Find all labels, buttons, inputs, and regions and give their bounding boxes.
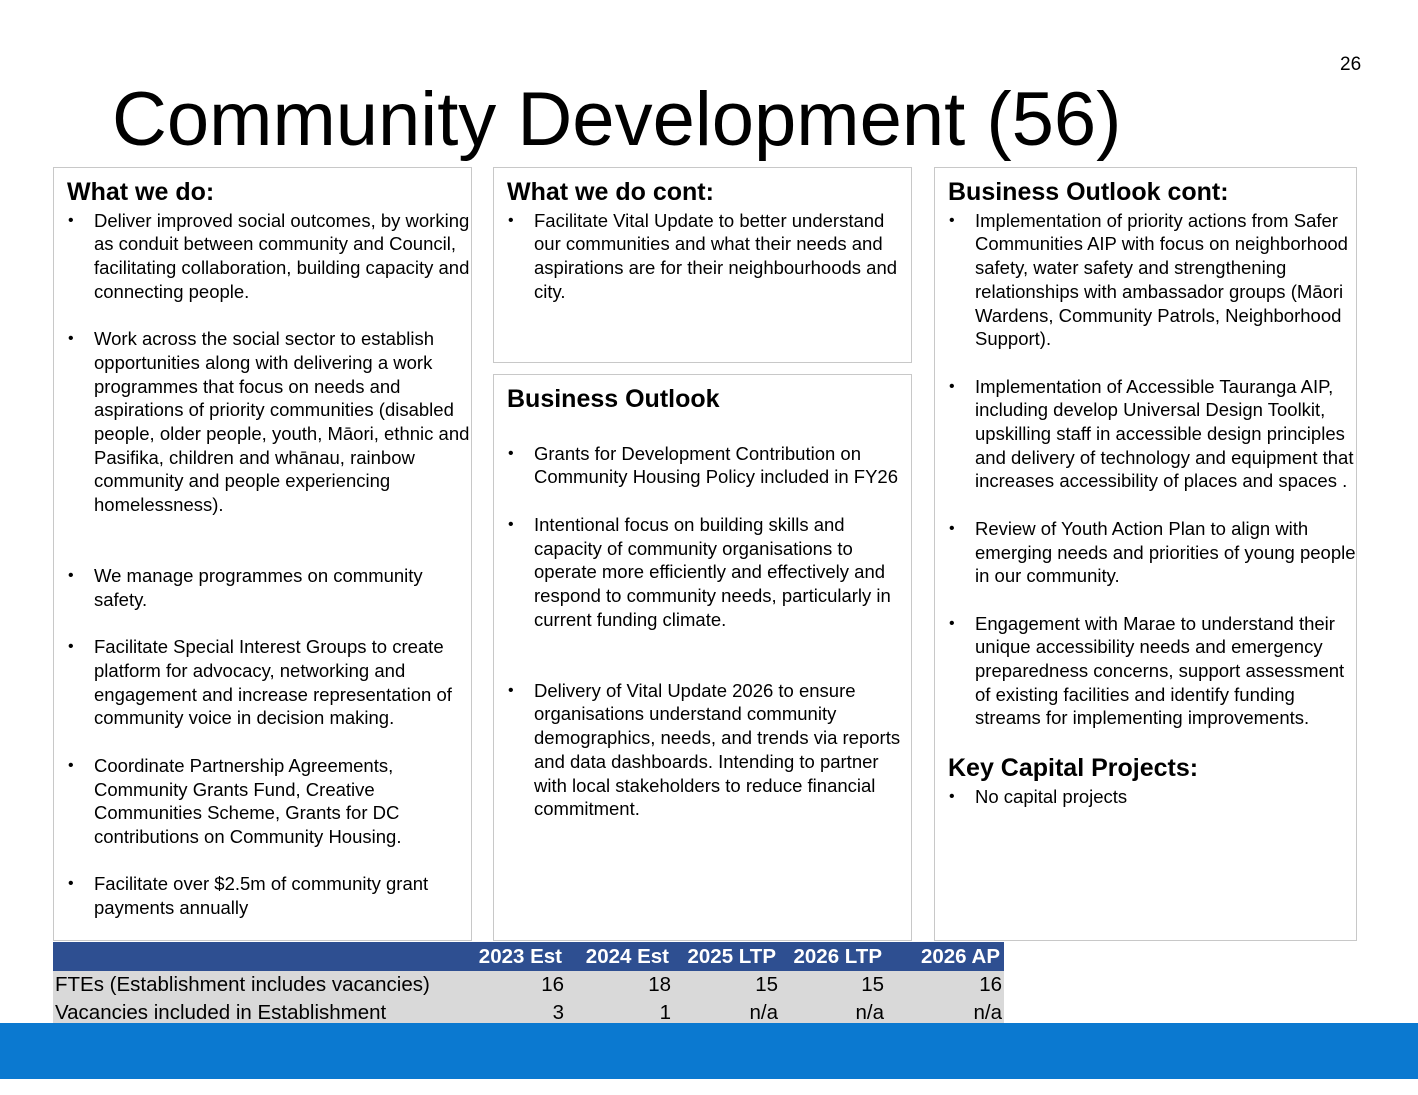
what-we-do-heading: What we do: xyxy=(67,178,215,206)
what-we-do-panel: What we do: Deliver improved social outc… xyxy=(53,167,472,941)
table-cell: n/a xyxy=(673,999,780,1027)
table-header-cell: 2026 AP xyxy=(886,942,1004,971)
list-item: Deliver improved social outcomes, by wor… xyxy=(67,209,471,304)
list-item: Facilitate Special Interest Groups to cr… xyxy=(67,635,471,730)
list-item: Delivery of Vital Update 2026 to ensure … xyxy=(507,679,911,821)
list-item: Intentional focus on building skills and… xyxy=(507,513,911,632)
list-item: Grants for Development Contribution on C… xyxy=(507,442,911,489)
what-we-do-cont-list: Facilitate Vital Update to better unders… xyxy=(507,209,911,304)
list-item: Facilitate over $2.5m of community grant… xyxy=(67,872,471,919)
list-item: Engagement with Marae to understand thei… xyxy=(948,612,1356,731)
table-header-cell: 2026 LTP xyxy=(780,942,886,971)
table-header-cell: 2023 Est xyxy=(471,942,566,971)
list-item: Implementation of Accessible Tauranga AI… xyxy=(948,375,1356,494)
table-cell: n/a xyxy=(886,999,1004,1027)
table-cell: 16 xyxy=(471,971,566,999)
fte-table: 2023 Est 2024 Est 2025 LTP 2026 LTP 2026… xyxy=(53,942,1004,1027)
what-we-do-list: Deliver improved social outcomes, by wor… xyxy=(67,209,471,920)
table-header-cell: 2025 LTP xyxy=(673,942,780,971)
footer-band xyxy=(0,1023,1418,1079)
table-cell: n/a xyxy=(780,999,886,1027)
business-outlook-heading: Business Outlook xyxy=(507,385,720,413)
list-item: Work across the social sector to establi… xyxy=(67,327,471,517)
table-row: Vacancies included in Establishment 3 1 … xyxy=(53,999,1004,1027)
table-row: FTEs (Establishment includes vacancies) … xyxy=(53,971,1004,999)
business-outlook-cont-list: Implementation of priority actions from … xyxy=(948,209,1356,730)
table-cell: 15 xyxy=(780,971,886,999)
business-outlook-cont-heading: Business Outlook cont: xyxy=(948,178,1229,206)
list-item: Review of Youth Action Plan to align wit… xyxy=(948,517,1356,588)
table-cell: 16 xyxy=(886,971,1004,999)
key-capital-projects-heading: Key Capital Projects: xyxy=(948,753,1199,782)
table-row-label: FTEs (Establishment includes vacancies) xyxy=(53,971,471,999)
list-item: Facilitate Vital Update to better unders… xyxy=(507,209,911,304)
table-cell: 15 xyxy=(673,971,780,999)
business-outlook-panel: Business Outlook Grants for Development … xyxy=(493,374,912,941)
list-item: Coordinate Partnership Agreements, Commu… xyxy=(67,754,471,849)
what-we-do-cont-heading: What we do cont: xyxy=(507,178,714,206)
table-header-row: 2023 Est 2024 Est 2025 LTP 2026 LTP 2026… xyxy=(53,942,1004,971)
business-outlook-list: Grants for Development Contribution on C… xyxy=(507,442,911,821)
list-item: Implementation of priority actions from … xyxy=(948,209,1356,351)
key-capital-projects-list: No capital projects xyxy=(948,785,1356,809)
page-title: Community Development (56) xyxy=(112,77,1122,162)
what-we-do-cont-panel: What we do cont: Facilitate Vital Update… xyxy=(493,167,912,363)
table-header-cell xyxy=(53,942,471,971)
table-cell: 3 xyxy=(471,999,566,1027)
table-cell: 18 xyxy=(566,971,673,999)
table-header-cell: 2024 Est xyxy=(566,942,673,971)
business-outlook-cont-panel: Business Outlook cont: Implementation of… xyxy=(934,167,1357,941)
page-number: 26 xyxy=(1340,54,1362,75)
table-cell: 1 xyxy=(566,999,673,1027)
list-item: No capital projects xyxy=(948,785,1356,809)
table-row-label: Vacancies included in Establishment xyxy=(53,999,471,1027)
list-item: We manage programmes on community safety… xyxy=(67,564,471,611)
